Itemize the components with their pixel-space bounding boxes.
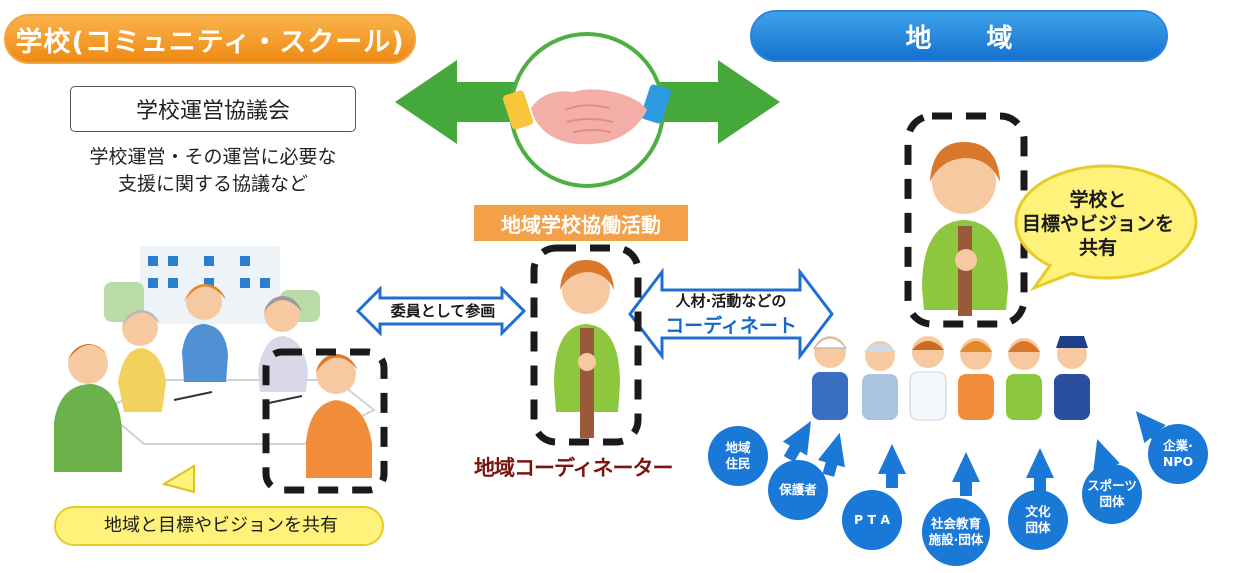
worker-figure: [812, 336, 848, 420]
planning-double-arrow: [356, 286, 526, 336]
region-bubble-line2: 目標やビジョンを: [1021, 213, 1174, 235]
council-desc-line2: 支援に関する協議など: [117, 173, 308, 195]
region-speech-bubble: [1014, 164, 1198, 292]
category-local-residents: 地域住民: [725, 440, 751, 471]
blue-sleeve: [641, 84, 671, 124]
coordinator-label: 地域コーディネーター: [474, 456, 674, 480]
coordinator-highlight: [530, 244, 642, 446]
category-culture: 文化団体: [1025, 504, 1051, 535]
yellow-sleeve: [503, 90, 533, 130]
region-bubble-line1: 学校と: [1069, 189, 1127, 211]
school-council-description: 学校運営・その運営に必要な 支援に関する協議など: [60, 144, 366, 198]
category-companies-npo: 企業·NPO: [1162, 438, 1194, 469]
school-meeting-illustration: [54, 246, 388, 494]
resources-label: 人材·活動などの: [675, 292, 787, 310]
police-figure: [1054, 336, 1090, 420]
participant-highlight: [262, 348, 388, 494]
collaboration-activity-label: 地域学校協働活動: [474, 205, 688, 241]
right-green-arrow: [650, 60, 780, 144]
region-bubble-line3: 共有: [1078, 237, 1117, 259]
left-green-arrow: [395, 60, 525, 144]
category-sports: スポーツ団体: [1087, 478, 1137, 509]
woman-apron-figure: [1006, 338, 1042, 420]
doctor-figure: [909, 336, 947, 421]
coordinator-figure: [530, 244, 642, 446]
engineer-figure: [862, 341, 898, 420]
school-shared-bubble: [54, 506, 384, 546]
collaboration-activity-text: 地域学校協働活動: [501, 212, 661, 237]
region-header-label: 地 域: [905, 23, 1013, 54]
category-social-education: 社会教育施設·団体: [928, 516, 984, 547]
school-header-pill: 学校(コミュニティ・スクール): [4, 14, 416, 64]
council-desc-line1: 学校運営・その運営に必要な: [89, 146, 337, 168]
coordinate-label: コーディネート: [665, 315, 797, 337]
handshake-icon: [531, 89, 647, 145]
community-people-illustration: [812, 336, 1090, 421]
school-header-label: 学校(コミュニティ・スクール): [15, 26, 405, 58]
school-shared-text: 地域と目標やビジョンを共有: [104, 515, 338, 536]
school-council-box: 学校運営協議会: [70, 86, 356, 132]
category-guardians: 保護者: [779, 482, 817, 497]
category-circles: [708, 424, 1208, 566]
school-council-title: 学校運営協議会: [135, 99, 290, 124]
meeting-people: [54, 284, 372, 478]
region-bubble-text: 学校と 目標やビジョンを 共有: [1012, 188, 1184, 260]
handshake-double-arrow: [395, 32, 780, 188]
category-pta: P T A: [853, 512, 891, 527]
coordinate-double-arrow: [628, 268, 834, 360]
woman-orange-figure: [958, 338, 994, 420]
category-diagram: [708, 411, 1208, 566]
planning-label: 委員として参画: [390, 302, 496, 320]
coordinate-label-group: 人材·活動などの コーディネート: [646, 290, 816, 338]
region-header-pill: 地 域: [750, 10, 1168, 62]
